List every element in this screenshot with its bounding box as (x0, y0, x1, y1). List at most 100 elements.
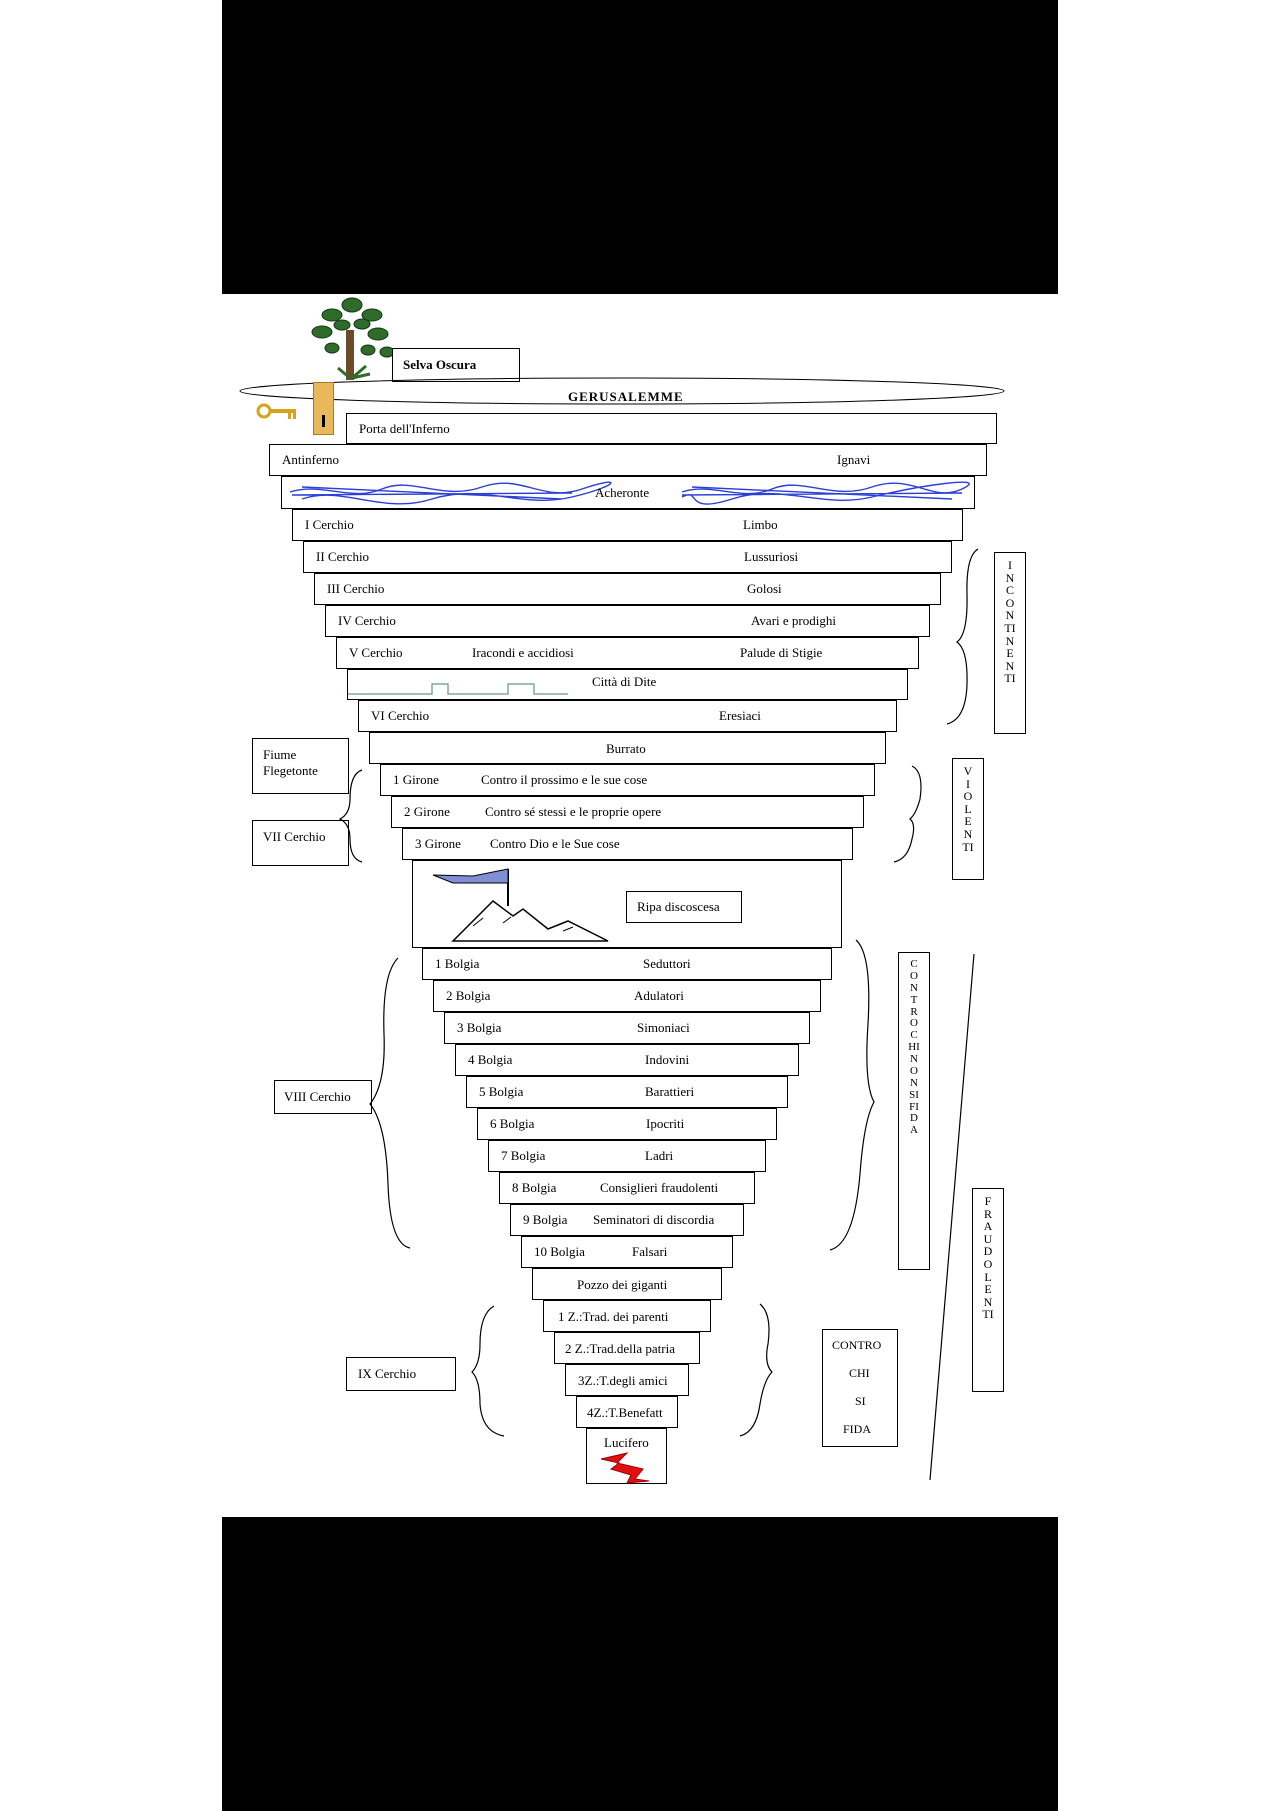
fiume-label: Fiume Flegetonte (263, 747, 318, 778)
fraudolenti-label: FRAUDOLENTI (982, 1194, 994, 1322)
bolgia-sinners: Indovini (645, 1052, 690, 1067)
zona-label: 4Z.:T.Benefatt (587, 1405, 663, 1420)
girone-desc: Contro sé stessi e le proprie opere (485, 804, 662, 819)
bolgia-row: 4 Bolgia Indovini (455, 1044, 799, 1076)
burrato-label: Burrato (606, 741, 646, 756)
vii-cerchio-label: VII Cerchio (263, 829, 326, 844)
sinners-label: Avari e prodighi (751, 613, 836, 628)
inferno-diagram: Selva Oscura GERUSALEMME Porta dell'Infe… (222, 294, 1058, 1517)
cerchio-label: III Cerchio (327, 581, 385, 596)
selva-oscura-box: Selva Oscura (392, 348, 520, 382)
lucifero-box: Lucifero (586, 1428, 667, 1484)
burrato-row: Burrato (369, 732, 886, 764)
bolgia-row: 10 Bolgia Falsari (521, 1236, 733, 1268)
csf-word: FIDA (843, 1422, 872, 1436)
selva-oscura-label: Selva Oscura (403, 357, 477, 372)
contro-chi-si-fida-box: CONTRO CHI SI FIDA (822, 1329, 898, 1447)
cerchio-3-row: III Cerchio Golosi (314, 573, 941, 605)
cerchio-label: VI Cerchio (371, 708, 430, 723)
porta-inferno-label: Porta dell'Inferno (359, 420, 450, 436)
tree-icon (311, 297, 395, 380)
violenti-label: VIOLENTI (962, 764, 974, 854)
bolgia-sinners: Falsari (632, 1244, 668, 1259)
bolgia-row: 7 Bolgia Ladri (488, 1140, 766, 1172)
zona-row: 1 Z.:Trad. dei parenti (543, 1300, 711, 1332)
zona-label: 2 Z.:Trad.della patria (565, 1341, 675, 1356)
bolgia-label: 9 Bolgia (523, 1212, 568, 1227)
viii-cerchio-box: VIII Cerchio (274, 1080, 372, 1114)
bolgia-label: 7 Bolgia (501, 1148, 546, 1163)
ix-cerchio-box: IX Cerchio (346, 1357, 456, 1391)
ripa-label: Ripa discoscesa (637, 899, 720, 914)
bolgia-row: 8 Bolgia Consiglieri fraudolenti (499, 1172, 755, 1204)
bolgia-row: 1 Bolgia Seduttori (422, 948, 832, 980)
fiume-flegetonte-box: Fiume Flegetonte (252, 738, 349, 794)
zona-label: 1 Z.:Trad. dei parenti (558, 1309, 669, 1324)
bolgia-row: 5 Bolgia Barattieri (466, 1076, 788, 1108)
antinferno-row: Antinferno Ignavi (269, 444, 987, 476)
citta-di-dite-row: Città di Dite (347, 669, 908, 700)
pozzo-giganti-row: Pozzo dei giganti (532, 1268, 722, 1300)
bolgia-row: 3 Bolgia Simoniaci (444, 1012, 810, 1044)
pozzo-label: Pozzo dei giganti (577, 1277, 668, 1292)
cerchio-1-row: I Cerchio Limbo (292, 509, 963, 541)
bolgia-sinners: Ipocriti (646, 1116, 685, 1131)
zona-label: 3Z.:T.degli amici (578, 1373, 668, 1388)
river-scribble (289, 481, 970, 505)
mountain-flag-icon (432, 868, 609, 942)
vii-cerchio-box: VII Cerchio (252, 820, 349, 866)
cerchio-label: IV Cerchio (338, 613, 396, 628)
ripa-discoscesa-row: Ripa discoscesa (412, 860, 842, 948)
zona-row: 2 Z.:Trad.della patria (554, 1332, 700, 1364)
key-icon (256, 403, 296, 419)
girone-2-row: 2 Girone Contro sé stessi e le proprie o… (391, 796, 864, 828)
bolgia-sinners: Seduttori (643, 956, 691, 971)
incontinenti-label-box: INCONTINENTI (994, 552, 1026, 734)
cerchio-6-row: VI Cerchio Eresiaci (358, 700, 897, 732)
lucifero-label: Lucifero (604, 1435, 649, 1450)
cerchio-4-row: IV Cerchio Avari e prodighi (325, 605, 930, 637)
acheronte-label: Acheronte (595, 485, 650, 500)
bottom-black-bar (222, 1517, 1058, 1811)
girone-label: 3 Girone (415, 836, 461, 851)
bolgia-row: 6 Bolgia Ipocriti (477, 1108, 777, 1140)
bolgia-label: 6 Bolgia (490, 1116, 535, 1131)
sinners-label: Eresiaci (719, 708, 761, 723)
bolgia-label: 3 Bolgia (457, 1020, 502, 1035)
incontinenti-label: INCONTINENTI (1004, 558, 1016, 686)
door-icon (313, 382, 334, 435)
top-black-bar (222, 0, 1058, 294)
porta-inferno-row: Porta dell'Inferno (346, 413, 997, 444)
bolgia-label: 8 Bolgia (512, 1180, 557, 1195)
bolgia-sinners: Barattieri (645, 1084, 695, 1099)
fraudolenti-label-box: FRAUDOLENTI (972, 1188, 1004, 1392)
cerchio-5-row: V Cerchio Iracondi e accidiosi Palude di… (336, 637, 919, 669)
bolgia-row: 9 Bolgia Seminatori di discordia (510, 1204, 744, 1236)
bolgia-row: 2 Bolgia Adulatori (433, 980, 821, 1012)
girone-desc: Contro il prossimo e le sue cose (481, 772, 648, 787)
bolgia-sinners: Simoniaci (637, 1020, 690, 1035)
zona-row: 4Z.:T.Benefatt (576, 1396, 678, 1428)
contro-chi-non-si-fida-label: CONTRO CHI NON SI FIDA (908, 958, 920, 1137)
bolgia-label: 4 Bolgia (468, 1052, 513, 1067)
braces (338, 548, 979, 1481)
bolgia-label: 5 Bolgia (479, 1084, 524, 1099)
dite-wall (348, 683, 568, 695)
lightning-bolt-icon (600, 1452, 650, 1484)
violenti-label-box: VIOLENTI (952, 758, 984, 880)
bolgia-sinners: Consiglieri fraudolenti (600, 1180, 719, 1195)
sinners-label: Palude di Stigie (740, 645, 823, 660)
bolgia-sinners: Ladri (645, 1148, 674, 1163)
acheronte-row: Acheronte (281, 476, 975, 509)
sinners-label: Golosi (747, 581, 782, 596)
cerchio-label: V Cerchio (349, 645, 403, 660)
earth-surface (239, 377, 1005, 405)
cerchio-2-row: II Cerchio Lussuriosi (303, 541, 952, 573)
viii-cerchio-label: VIII Cerchio (284, 1089, 351, 1104)
csf-word: CHI (849, 1366, 870, 1380)
girone-1-row: 1 Girone Contro il prossimo e le sue cos… (380, 764, 875, 796)
bolgia-label: 10 Bolgia (534, 1244, 585, 1259)
ignavi-label: Ignavi (837, 452, 871, 467)
girone-desc: Contro Dio e le Sue cose (490, 836, 620, 851)
dite-label: Città di Dite (592, 674, 657, 689)
